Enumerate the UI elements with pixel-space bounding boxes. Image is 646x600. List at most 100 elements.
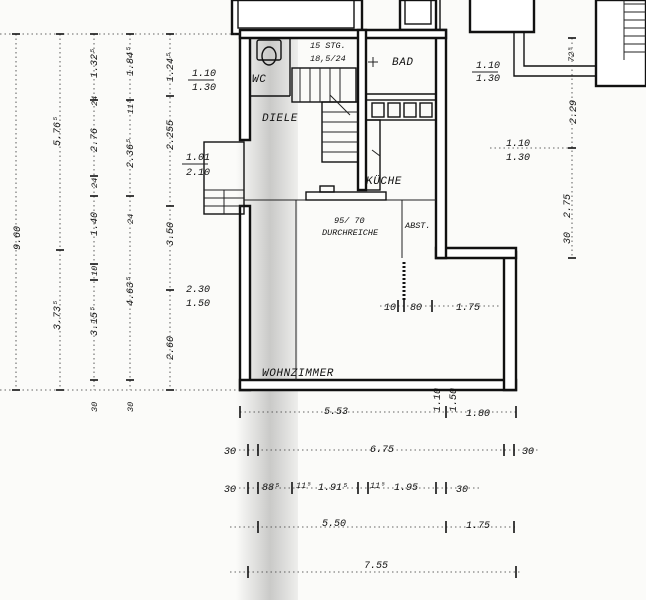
dim-c3-d: 24 — [126, 214, 136, 224]
dim-c4-d: 2.60 — [166, 336, 177, 360]
dim-c3-b: 11⁵ — [126, 99, 136, 114]
dim-c1-b: 3.73⁵ — [53, 300, 64, 330]
dim-c4-c: 3.50 — [166, 222, 177, 246]
right-upper-window-height: 1.30 — [476, 74, 500, 85]
stair-steps-label: 15 STG. — [310, 41, 346, 51]
dim-c3-f: 30 — [126, 402, 136, 412]
staircase — [291, 67, 359, 163]
right-upper-wall — [513, 32, 612, 77]
dim-r1: 72⁵ — [567, 47, 577, 62]
entry-height: 2.10 — [186, 168, 210, 179]
right-upper-window-width: 1.10 — [476, 61, 500, 72]
dim-b3-c: 11⁵ — [296, 481, 311, 491]
stove-burner-icon — [419, 102, 433, 118]
dimension-ticks — [12, 33, 576, 578]
dim-c2-h: 30 — [90, 402, 100, 412]
bottom-window-height: 1.50 — [449, 388, 460, 412]
fixtures — [256, 39, 437, 201]
room-label-abst: ABST. — [404, 221, 431, 231]
upper-structure — [230, 0, 646, 88]
stove-burner-icon — [403, 102, 417, 118]
room-label-diele: DIELE — [262, 113, 298, 125]
stove-burner-icon — [371, 102, 385, 118]
upper-mid-wall — [468, 0, 536, 34]
room-label-wohnzimmer: WOHNZIMMER — [262, 368, 334, 380]
left-wall-lower — [238, 204, 252, 392]
toilet-tank — [256, 39, 282, 61]
stair-ratio-label: 18,5/24 — [310, 54, 346, 64]
counter-detail — [319, 185, 335, 193]
bottom-window-width: 1.10 — [433, 388, 444, 412]
dim-c3-a: 1.84⁵ — [126, 46, 137, 76]
wc-window-height: 1.30 — [192, 83, 216, 94]
dim-int-b: 80 — [410, 303, 422, 314]
dim-b2-a: 30 — [224, 447, 236, 458]
bottom-dimension-labels: 5.53 1.80 30 6.75 30 30 88⁵ 11⁵ 1.91⁵ 11… — [224, 407, 534, 572]
dim-b1-a: 5.53 — [324, 407, 348, 418]
dim-c2-e: 1.40 — [90, 212, 101, 236]
dim-c1-a: 5.76⁵ — [53, 116, 64, 146]
left-window-height: 1.50 — [186, 299, 210, 310]
dim-b1-b: 1.80 — [466, 409, 490, 420]
dim-c4-a: 1.24⁵ — [166, 52, 177, 82]
kitchen-outlet-mark — [371, 149, 381, 157]
dim-b4-a: 5.50 — [322, 519, 346, 530]
dim-r3-a: 30 — [563, 232, 574, 244]
wc-window-width: 1.10 — [192, 69, 216, 80]
room-label-durchreiche: DURCHREICHE — [322, 228, 379, 238]
right-wall-kitchen — [434, 28, 448, 260]
dim-c2-b: 24 — [90, 96, 100, 106]
dim-int-a: 10 — [384, 303, 396, 314]
right-mid-window-width: 1.10 — [506, 139, 530, 150]
dim-c2-f: 10 — [90, 266, 100, 276]
dim-b5: 7.55 — [364, 561, 388, 572]
right-dimension-labels: 72⁵ 2.29 30 2.75 — [563, 47, 580, 244]
room-labels: WC DIELE BAD KÜCHE ABST. WOHNZIMMER 95/ … — [252, 41, 431, 380]
upper-left-room — [237, 0, 355, 29]
left-dimension-labels: 9.60 5.76⁵ 3.73⁵ 1.32⁵ 24 2.76 24 1.40 1… — [13, 46, 177, 412]
dim-c3-e: 4.63⁵ — [126, 276, 137, 306]
dim-b2-c: 30 — [522, 447, 534, 458]
dim-b3-e: 11⁵ — [370, 481, 385, 491]
entry-steps — [203, 141, 272, 215]
dim-b3-f: 1.95 — [394, 483, 418, 494]
room-label-wc: WC — [252, 74, 266, 86]
dim-b3-g: 30 — [456, 485, 468, 496]
top-wall — [238, 28, 448, 40]
dim-b2-b: 6.75 — [370, 445, 394, 456]
left-window-width: 2.30 — [186, 285, 210, 296]
dim-c2-d: 24 — [90, 178, 100, 188]
dim-int-c: 1.75 — [456, 303, 480, 314]
dim-r3-b: 2.75 — [563, 194, 574, 218]
right-mid-window-height: 1.30 — [506, 153, 530, 164]
upper-chimney-inner — [404, 0, 432, 25]
dim-total-height: 9.60 — [13, 226, 24, 250]
dimension-lines — [0, 33, 573, 573]
toilet-bowl-icon — [261, 46, 277, 66]
pass-through-counter — [305, 191, 387, 201]
opening-dimensions: 1.10 1.30 1.10 1.30 1.10 1.30 1.01 2.10 … — [182, 61, 530, 412]
right-stair-treads — [623, 0, 646, 60]
entry-width: 1.01 — [186, 153, 210, 164]
dim-c4-b: 2.255 — [166, 120, 177, 150]
stair-landing — [291, 67, 357, 103]
right-wall-living — [502, 250, 518, 392]
right-upper-wall-inner — [523, 32, 610, 67]
left-wall-upper — [238, 32, 252, 142]
kitchen-counter-side — [365, 119, 381, 191]
kitchen-counter-top — [365, 99, 437, 121]
room-label-kueche: KÜCHE — [366, 175, 402, 188]
bottom-wall — [238, 378, 518, 392]
interior-dimension-labels: 10 80 1.75 — [384, 303, 480, 314]
pass-through-size: 95/ 70 — [334, 216, 365, 226]
stove-burner-icon — [387, 102, 401, 118]
stair-direction-arrow — [329, 94, 351, 116]
right-stair-block — [594, 0, 646, 88]
dim-b3-a: 30 — [224, 485, 236, 496]
dim-b3-b: 88⁵ — [262, 483, 280, 494]
dim-c2-a: 1.32⁵ — [90, 48, 101, 78]
stair-kitchen-wall — [356, 28, 368, 192]
dim-r2: 2.29 — [569, 100, 580, 124]
